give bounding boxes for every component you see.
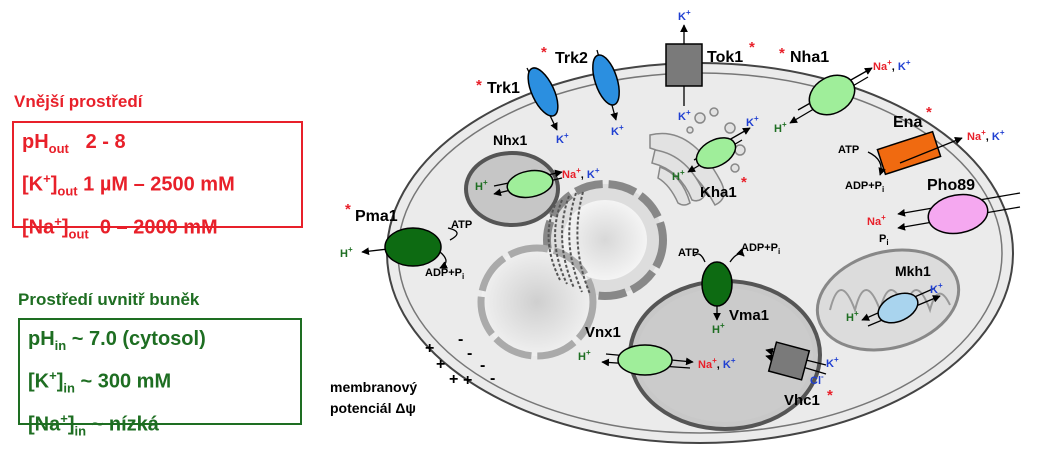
trk1-k-ion: K+ bbox=[556, 131, 569, 146]
outside-k-row: [K+]out 1 µM – 2500 mM bbox=[22, 171, 235, 199]
tok1-channel: Tok1 * K+ K+ bbox=[665, 8, 755, 123]
golgi bbox=[649, 107, 746, 206]
vhc1-marker: * bbox=[827, 387, 833, 404]
pma1-adp: ADP+Pi bbox=[425, 267, 464, 281]
pho89-label: Pho89 bbox=[927, 177, 975, 194]
inside-na-row: [Na+]in ~ nízká bbox=[28, 410, 159, 439]
outside-box: pHout 2 - 8 [K+]out 1 µM – 2500 mM [Na+]… bbox=[12, 121, 303, 241]
membrane-potential-line2: potenciál Δψ bbox=[330, 400, 416, 416]
trk2-transporter: * Trk2 K+ bbox=[541, 44, 624, 138]
svg-text:-: - bbox=[480, 357, 485, 374]
ena-label: Ena bbox=[893, 114, 922, 131]
trk1-marker: * bbox=[476, 77, 482, 94]
vma1-adp: ADP+Pi bbox=[741, 242, 780, 256]
svg-text:+: + bbox=[425, 340, 434, 357]
inside-k-row: [K+]in ~ 300 mM bbox=[28, 368, 172, 396]
pma1-marker: * bbox=[345, 201, 351, 218]
inside-ph-row: pHin ~ 7.0 (cytosol) bbox=[28, 328, 206, 353]
mkh1-antiporter: Mkh1 K+ H+ bbox=[846, 263, 943, 327]
vnx1-label: Vnx1 bbox=[585, 324, 621, 341]
mkh1-h-ion: H+ bbox=[846, 309, 859, 324]
ena-adp: ADP+Pi bbox=[845, 180, 884, 194]
kha1-antiporter: Kha1 * K+ H+ bbox=[672, 114, 759, 201]
nhx1-h-ion: H+ bbox=[475, 178, 488, 193]
vhc1-k-ion: K+ bbox=[826, 355, 839, 370]
tok1-k-out: K+ bbox=[678, 8, 691, 23]
pma1-label: Pma1 bbox=[355, 208, 398, 225]
svg-text:+: + bbox=[436, 356, 445, 373]
trk2-k-ion: K+ bbox=[611, 123, 624, 138]
pho89-p-ion: Pi bbox=[879, 233, 889, 247]
vma1-label: Vma1 bbox=[729, 307, 769, 324]
svg-text:+: + bbox=[463, 372, 472, 389]
ena-atp: ATP bbox=[838, 144, 859, 156]
outside-na-row: [Na+]out 0 – 2000 mM bbox=[22, 213, 218, 242]
svg-text:-: - bbox=[490, 370, 495, 387]
mkh1-label: Mkh1 bbox=[895, 263, 931, 279]
pma1-h-ion: H+ bbox=[340, 245, 353, 260]
membrane-potential-line1: membranový bbox=[330, 379, 417, 395]
outside-title: Vnější prostředí bbox=[14, 92, 143, 111]
nucleus-core bbox=[563, 200, 647, 280]
nha1-label: Nha1 bbox=[790, 49, 829, 66]
pho89-na-ion: Na+ bbox=[867, 213, 886, 228]
nha1-marker: * bbox=[779, 45, 785, 62]
svg-text:-: - bbox=[467, 345, 472, 362]
vma1-atpase: ATP ADP+Pi H+ Vma1 bbox=[678, 242, 780, 336]
kha1-k-ion: K+ bbox=[746, 114, 759, 129]
vhc1-cotransporter: K+ Cl- Vhc1 * bbox=[765, 341, 839, 409]
nhx1-na-k-ions: Na+, K+ bbox=[562, 166, 600, 181]
nha1-na-k-ions: Na+, K+ bbox=[873, 58, 911, 73]
tok1-marker: * bbox=[749, 39, 755, 56]
nha1-antiporter: * Nha1 Na+, K+ H+ bbox=[774, 45, 911, 135]
trk1-label: Trk1 bbox=[487, 80, 520, 97]
ena-atpase: Ena * Na+, K+ ATP ADP+Pi bbox=[838, 104, 1005, 194]
pma1-atp: ATP bbox=[451, 219, 472, 231]
vma1-h-ion: H+ bbox=[712, 321, 725, 336]
vnx1-na-k-ions: Na+, K+ bbox=[698, 356, 736, 371]
inside-box: pHin ~ 7.0 (cytosol) [K+]in ~ 300 mM [Na… bbox=[18, 318, 302, 438]
membrane-charges: + + + + - - - - bbox=[425, 331, 495, 389]
nha1-h-ion: H+ bbox=[774, 120, 787, 135]
kha1-label: Kha1 bbox=[700, 184, 737, 201]
inside-title: Prostředí uvnitř buněk bbox=[18, 290, 200, 309]
lower-organelle bbox=[477, 244, 597, 360]
kha1-marker: * bbox=[741, 174, 747, 191]
outside-ph-row: pHout 2 - 8 bbox=[22, 131, 126, 156]
trk2-label: Trk2 bbox=[555, 50, 588, 67]
mitochondrion-cristae bbox=[829, 289, 951, 314]
ena-marker: * bbox=[926, 104, 932, 121]
er-stripes bbox=[547, 191, 591, 295]
vma1-atp: ATP bbox=[678, 247, 699, 259]
pma1-atpase: * Pma1 ATP ADP+Pi H+ bbox=[340, 201, 472, 281]
svg-text:-: - bbox=[458, 331, 463, 348]
vnx1-antiporter: Vnx1 H+ Na+, K+ bbox=[578, 324, 736, 376]
mkh1-k-ion: K+ bbox=[930, 281, 943, 296]
tok1-k-in: K+ bbox=[678, 108, 691, 123]
tok1-label: Tok1 bbox=[707, 49, 743, 66]
vnx1-h-ion: H+ bbox=[578, 348, 591, 363]
ena-na-k-ions: Na+, K+ bbox=[967, 128, 1005, 143]
trk2-marker: * bbox=[541, 44, 547, 61]
pho89-symporter: Pho89 Na+ Pi bbox=[867, 177, 1021, 247]
trk1-transporter: * Trk1 K+ bbox=[476, 67, 569, 146]
kha1-h-ion: H+ bbox=[672, 168, 685, 183]
vacuole-lumen bbox=[637, 288, 813, 422]
nhx1-antiporter: Nhx1 Na+, K+ H+ bbox=[475, 132, 600, 199]
nhx1-label: Nhx1 bbox=[493, 132, 527, 148]
svg-text:+: + bbox=[449, 371, 458, 388]
vhc1-label: Vhc1 bbox=[784, 392, 820, 409]
vhc1-cl-ion: Cl- bbox=[810, 372, 824, 387]
